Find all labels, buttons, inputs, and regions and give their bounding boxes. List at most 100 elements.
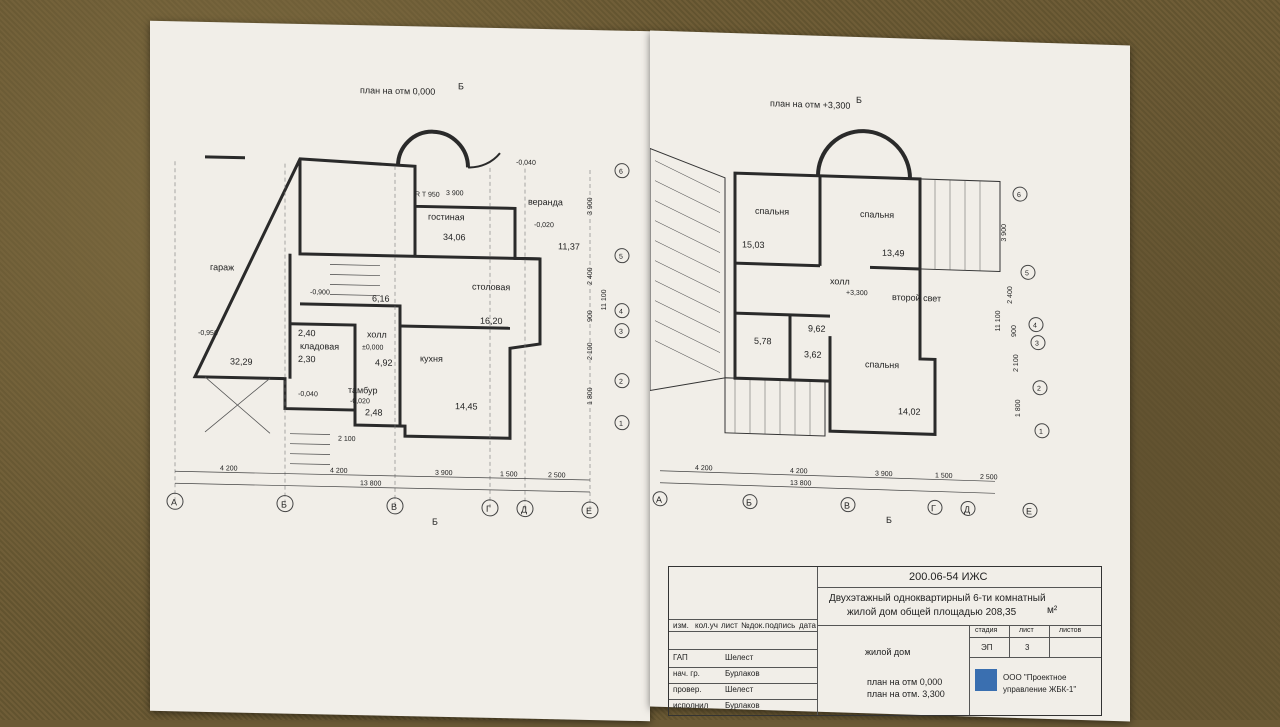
stairs: [290, 264, 380, 465]
description-line1: Двухэтажный одноквартирный 6-ти комнатны…: [829, 593, 1046, 604]
left-sheet: план на отм 0,000 Б: [150, 20, 650, 722]
udim-2: 4 200: [790, 468, 808, 476]
rdim-5: 1 800: [587, 387, 594, 405]
storage-name: кладовая: [300, 341, 339, 352]
inner-dim: 3 900: [446, 190, 464, 197]
axis-letter-v: В: [391, 502, 397, 512]
garage-area: 32,29: [230, 356, 253, 366]
bath2-area: 3,62: [804, 349, 822, 360]
right-sheet: план на отм +3,300 Б: [649, 30, 1130, 722]
section-mark-top: Б: [458, 81, 464, 91]
dining-name: столовая: [472, 282, 510, 293]
staff-role-0: ГАП: [673, 653, 688, 662]
hall-area: 4,92: [375, 357, 393, 367]
hall-level: ±0,000: [362, 344, 383, 351]
living-mark: R T 950: [415, 191, 440, 199]
dining-area: 16,20: [480, 316, 503, 326]
u-rdim-2: 2 400: [1007, 286, 1014, 304]
sheet-value: 3: [1025, 643, 1030, 652]
entrance-level: -0,040: [298, 391, 318, 398]
upper-total-width: 13 800: [790, 480, 812, 488]
staff-role-3: исполнил: [673, 701, 709, 710]
right-section-mark-bottom: Б: [886, 515, 892, 525]
axis-letter-markers: А Б В Г Д Е: [166, 492, 599, 519]
axis-num-2: 2: [619, 379, 623, 386]
tambour-area: 2,48: [365, 407, 383, 417]
upper-dim-line-1: [660, 470, 995, 482]
axis-letter-b: Б: [281, 500, 287, 510]
right-section-mark-top: Б: [856, 95, 862, 105]
walls: [192, 155, 542, 440]
u-axis-num-3: 3: [1035, 341, 1039, 348]
axis-num-5: 5: [619, 254, 623, 261]
axis-num-4: 4: [619, 309, 623, 316]
garage-name: гараж: [210, 262, 234, 273]
upper-hall-area: 9,62: [808, 323, 826, 334]
udim-1: 4 200: [695, 465, 713, 473]
u-axis-b: Б: [746, 497, 752, 507]
kitchen-name: кухня: [420, 353, 443, 363]
garage-slope-cross: [204, 376, 271, 434]
col-h-date: дата: [799, 621, 816, 630]
stage-h-stage: стадия: [975, 627, 998, 634]
staff-name-0: Шелест: [725, 653, 754, 662]
tambour-level: -0,020: [350, 398, 370, 405]
area-unit: м²: [1047, 605, 1058, 616]
bed1-name: спальня: [755, 206, 789, 217]
col-h-izm: изм.: [673, 621, 689, 630]
bed3-name: спальня: [865, 359, 899, 370]
staff-name-3: Бурлаков: [725, 701, 760, 710]
col-h-list: лист: [721, 621, 738, 630]
tambour-name: тамбур: [348, 385, 377, 396]
col-h-doc: №док.: [741, 621, 765, 630]
dim-2: 4 200: [330, 468, 348, 475]
rdim-4: 2 100: [587, 342, 594, 360]
plan-left-title: план на отм 0,000: [360, 85, 435, 97]
dim-1: 4 200: [220, 465, 238, 472]
u-axis-num-5: 5: [1025, 270, 1029, 277]
upper-dim-line-2: [660, 482, 995, 494]
staff-name-2: Шелест: [725, 685, 754, 694]
kitchen-area: 14,45: [455, 401, 478, 411]
u-rdim-5: 1 800: [1015, 399, 1022, 417]
upper-hall-level: +3,300: [846, 290, 868, 298]
plan-right-title: план на отм +3,300: [770, 98, 850, 111]
udim-4: 1 500: [935, 472, 953, 480]
axis-lines: [174, 161, 591, 510]
axis-number-markers: 6 5 4 3 2 1: [614, 163, 630, 431]
company-line1: ООО "Проектное: [1003, 673, 1067, 682]
floor-plan-upper: план на отм +3,300 Б: [649, 95, 1050, 525]
living-area: 34,06: [443, 232, 466, 242]
u-rdim-3: 900: [1011, 325, 1018, 337]
axis-letter-a: А: [171, 497, 177, 507]
u-axis-num-4: 4: [1033, 322, 1037, 329]
u-total-height: 11 100: [995, 310, 1002, 331]
u-axis-d: Д: [964, 504, 970, 514]
description-line2: жилой дом общей площадью 208,35: [847, 607, 1017, 618]
rdim-2: 2 400: [587, 267, 594, 285]
u-rdim-1: 3 900: [1001, 224, 1008, 242]
wc-area: 2,40: [298, 328, 316, 338]
u-axis-num-6: 6: [1017, 192, 1021, 199]
u-axis-v: В: [844, 501, 850, 511]
roof-hatch: [649, 147, 1001, 437]
axis-num-1: 1: [619, 421, 623, 428]
company-line2: управление ЖБК-1": [1003, 685, 1077, 694]
project-code: 200.06-54 ИЖС: [909, 571, 988, 583]
veranda-level: -0,020: [534, 222, 554, 229]
title-block: 200.06-54 ИЖС Двухэтажный одноквартирный…: [668, 566, 1102, 716]
upper-axis-number-markers: 6 5 4 3 2 1: [1012, 186, 1050, 439]
u-axis-e: Е: [1026, 506, 1032, 516]
bed3-area: 14,02: [898, 406, 921, 417]
veranda-area: 11,37: [558, 241, 580, 251]
dim-line-2: [175, 482, 590, 493]
storage-area: 2,30: [298, 354, 316, 364]
veranda-roof-level: -0,040: [516, 159, 536, 166]
upper-hall-name: холл: [830, 276, 850, 287]
udim-3: 3 900: [875, 471, 893, 479]
bed2-name: спальня: [860, 209, 894, 220]
upper-right-dims: 3 900 2 400 900 2 100 1 800 11 100: [995, 224, 1022, 417]
dim-3: 3 900: [435, 470, 453, 477]
axis-letter-d: Д: [521, 505, 527, 515]
veranda-steps-arc: [467, 152, 501, 169]
